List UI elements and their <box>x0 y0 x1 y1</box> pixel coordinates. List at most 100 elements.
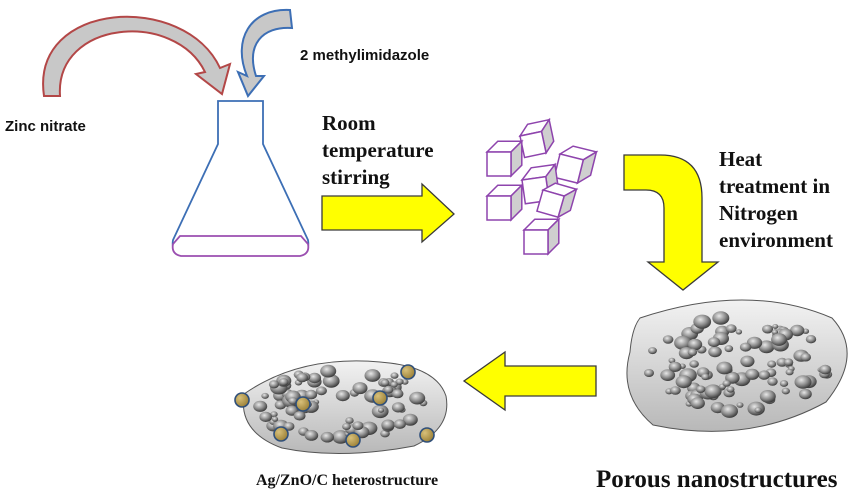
pore <box>668 357 676 364</box>
process-arrow-stirring <box>321 182 455 244</box>
pore <box>794 375 812 389</box>
pore <box>322 374 340 388</box>
ag-particle <box>273 426 289 442</box>
pore <box>762 324 774 334</box>
zif-cube <box>536 182 579 219</box>
pore <box>759 390 776 403</box>
pore <box>668 361 682 372</box>
pore <box>364 369 381 382</box>
pore <box>304 430 319 441</box>
label-zinc-nitrate: Zinc nitrate <box>5 118 86 135</box>
step-heat-line-2: treatment in <box>719 174 830 198</box>
pore <box>819 364 832 375</box>
process-arrow-heat-treatment <box>623 154 720 291</box>
pore <box>253 400 268 412</box>
pore <box>772 324 779 329</box>
pore <box>409 391 426 405</box>
label-ag-zno-c-heterostructure: Ag/ZnO/C heterostructure <box>256 472 439 489</box>
pore <box>704 384 722 399</box>
step-stirring-line-3: stirring <box>322 165 390 189</box>
pore <box>345 417 354 424</box>
pore <box>716 361 733 375</box>
pore <box>790 324 805 337</box>
pore <box>800 352 811 362</box>
pore <box>725 324 737 333</box>
pore <box>308 372 322 384</box>
pore <box>687 348 698 357</box>
pore <box>271 416 279 422</box>
pore <box>320 364 337 378</box>
pore <box>342 423 351 430</box>
pore <box>278 378 289 386</box>
pore <box>352 382 368 395</box>
step-stirring-line-2: temperature <box>322 138 434 162</box>
step-heat-line-4: environment <box>719 228 833 252</box>
step-heat-line-3: Nitrogen <box>719 201 798 225</box>
pore <box>689 360 699 368</box>
zif-cube-cluster <box>485 117 599 256</box>
label-methylimidazole: 2 methylimidazole <box>300 47 430 64</box>
pore <box>712 311 730 325</box>
zif-cube <box>485 139 524 178</box>
pore <box>781 387 790 395</box>
pore <box>352 421 364 430</box>
pore <box>288 397 298 405</box>
heterostructure <box>234 360 448 454</box>
pore <box>739 342 752 352</box>
pore <box>707 337 721 348</box>
pore <box>335 390 350 402</box>
zif-cube <box>553 145 599 185</box>
ag-particle <box>372 390 388 406</box>
zif-cube <box>485 183 524 222</box>
ag-particle <box>295 396 311 412</box>
pore <box>722 380 731 387</box>
curved-arrow-methylimidazole <box>236 8 294 98</box>
pore <box>648 347 657 355</box>
pore <box>779 380 789 387</box>
pore <box>805 335 817 344</box>
pore <box>799 388 812 400</box>
pore <box>377 407 385 413</box>
pore <box>675 375 692 389</box>
step-heat-line-1: Heat <box>719 147 763 171</box>
curved-arrow-zinc-nitrate <box>42 15 232 97</box>
ag-particle <box>400 364 416 380</box>
pore <box>390 381 398 388</box>
pore <box>662 335 674 344</box>
pore <box>320 431 334 443</box>
pore <box>785 368 794 376</box>
pore <box>708 346 722 358</box>
ag-particle <box>345 432 361 448</box>
flask-body <box>171 100 310 255</box>
pore <box>293 411 306 421</box>
pore <box>391 402 405 413</box>
pore <box>758 370 771 380</box>
pore <box>771 333 787 346</box>
porous-nanostructure <box>626 299 848 432</box>
pore <box>674 335 692 350</box>
ag-particle <box>419 427 435 443</box>
zif-cube <box>518 117 555 159</box>
pore <box>380 429 390 438</box>
process-arrow-to-heterostructure <box>462 350 597 412</box>
pore <box>259 411 273 422</box>
pore <box>767 377 778 386</box>
pore <box>393 419 406 429</box>
label-step-stirring: Room temperature stirring <box>322 110 434 191</box>
label-step-heat-treatment: Heat treatment in Nitrogen environment <box>719 146 833 254</box>
pore <box>270 411 278 418</box>
pore <box>758 340 775 354</box>
pore <box>402 413 418 426</box>
pore <box>726 386 735 393</box>
pores-right <box>644 311 833 418</box>
pore <box>261 392 269 399</box>
pore <box>315 386 327 396</box>
step-stirring-line-1: Room <box>322 111 376 135</box>
pore <box>724 345 734 353</box>
pore <box>268 380 280 389</box>
pore <box>771 329 779 335</box>
ag-particle <box>234 392 250 408</box>
pore <box>660 369 676 381</box>
pore <box>783 358 794 367</box>
pore <box>381 419 395 431</box>
